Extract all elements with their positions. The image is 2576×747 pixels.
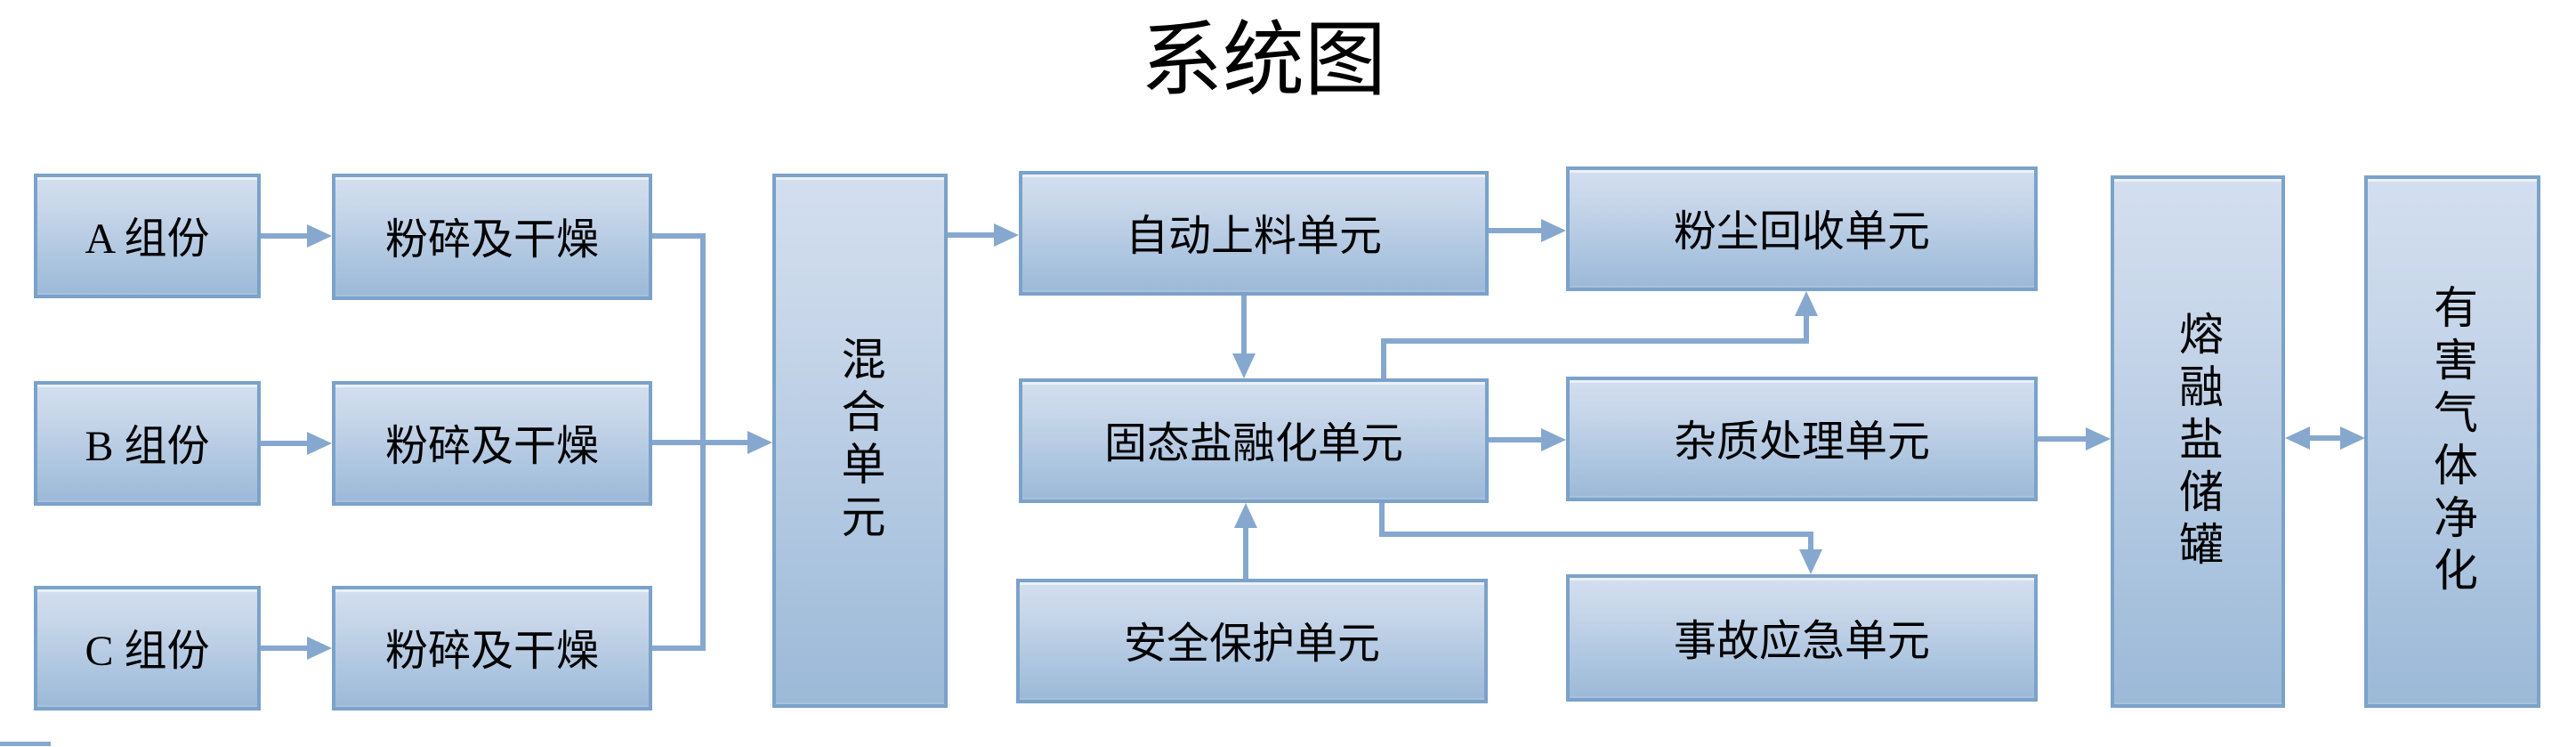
node-component-c: C 组份 [34,586,261,710]
node-crush-dry-c-label: 粉碎及干燥 [384,628,599,675]
node-impurity-treatment-unit-label: 杂质处理单元 [1673,418,1930,466]
node-crush-dry-c: 粉碎及干燥 [332,586,652,710]
node-mixing-unit-label: 混合单元 [835,336,885,546]
edge-comp-b-to-crush [261,432,332,455]
edge-comp-a-to-crush [261,224,332,248]
edge-crush-merge-to-mixing [652,233,772,651]
edge-salt-melt-to-dust-recovery [1381,291,1818,378]
node-impurity-treatment-unit: 杂质处理单元 [1566,377,2038,501]
node-component-a: A 组份 [34,174,261,298]
node-harmful-gas-purification-label: 有害气体净化 [2427,284,2477,599]
node-harmful-gas-purification: 有害气体净化 [2364,175,2540,708]
node-salt-melting-unit-label: 固态盐融化单元 [1103,420,1403,467]
node-component-a-label: A 组份 [85,215,210,263]
edge-auto-feed-to-salt-melt [1232,296,1256,378]
node-auto-feeding-unit: 自动上料单元 [1019,171,1489,296]
node-safety-protection-unit: 安全保护单元 [1016,579,1488,703]
edge-comp-c-to-crush [261,637,332,660]
edge-auto-feed-to-dust-recovery [1489,219,1566,242]
node-safety-protection-unit-label: 安全保护单元 [1123,621,1380,668]
node-mixing-unit: 混合单元 [772,174,948,708]
edge-salt-melt-to-emergency [1379,503,1822,574]
node-dust-recovery-unit-label: 粉尘回收单元 [1673,208,1930,256]
node-crush-dry-a-label: 粉碎及干燥 [384,216,599,264]
cropped-border-artifact [0,742,51,746]
node-molten-salt-storage-tank-label: 熔融盐储罐 [2173,310,2223,573]
node-crush-dry-b-label: 粉碎及干燥 [384,423,599,470]
edge-impurity-to-storage-tank [2038,427,2111,451]
node-molten-salt-storage-tank: 熔融盐储罐 [2111,175,2285,708]
node-crush-dry-b: 粉碎及干燥 [332,381,652,506]
edge-storage-tank-gas-purify-double-arrow [2285,426,2365,450]
diagram-title: 系统图 [1140,15,1386,106]
node-dust-recovery-unit: 粉尘回收单元 [1566,166,2038,291]
node-salt-melting-unit: 固态盐融化单元 [1019,378,1489,503]
node-auto-feeding-unit-label: 自动上料单元 [1125,213,1382,260]
node-component-b-label: B 组份 [85,423,210,470]
edge-salt-melt-to-impurity [1489,428,1566,451]
node-crush-dry-a: 粉碎及干燥 [332,174,652,300]
node-component-c-label: C 组份 [85,628,210,675]
node-accident-emergency-unit: 事故应急单元 [1566,574,2038,702]
edge-mixing-to-auto-feed [948,223,1019,247]
node-component-b: B 组份 [34,381,261,506]
edge-safety-to-salt-melt [1234,503,1257,579]
node-accident-emergency-unit-label: 事故应急单元 [1673,617,1930,665]
